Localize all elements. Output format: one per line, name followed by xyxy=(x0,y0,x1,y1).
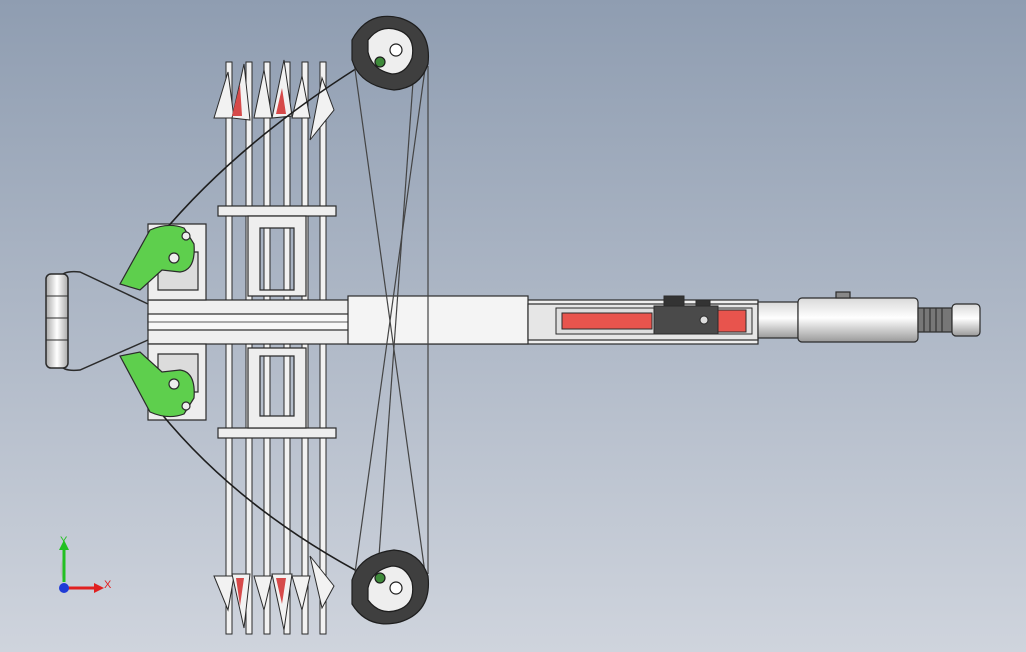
axis-triad: Y X xyxy=(59,535,112,593)
limb-pocket-bottom[interactable] xyxy=(119,351,195,418)
x-axis-label: X xyxy=(104,579,112,591)
y-axis-label: Y xyxy=(60,535,68,547)
stirrup[interactable] xyxy=(45,270,149,372)
quiver-bracket[interactable] xyxy=(217,205,337,439)
cable xyxy=(353,61,429,581)
fletching-bottom xyxy=(213,575,235,612)
arrow-shaft xyxy=(225,61,233,635)
fletching-top xyxy=(291,75,311,119)
fletching-top xyxy=(213,71,235,119)
cam-top[interactable] xyxy=(351,15,430,91)
spring xyxy=(561,312,653,330)
fletching-bottom xyxy=(291,575,311,612)
arrow-shaft xyxy=(319,61,327,635)
fletching-bottom xyxy=(309,555,335,610)
bow-string xyxy=(159,59,371,579)
limb-pocket-top[interactable] xyxy=(119,224,195,291)
fletching-bottom xyxy=(253,575,273,612)
fletching-top xyxy=(253,69,273,119)
fletching-bottom xyxy=(231,573,251,629)
cam-bottom[interactable] xyxy=(351,549,430,625)
trigger-assembly[interactable] xyxy=(555,295,753,335)
fletching-top xyxy=(309,76,335,141)
butt-tube[interactable] xyxy=(757,291,981,343)
